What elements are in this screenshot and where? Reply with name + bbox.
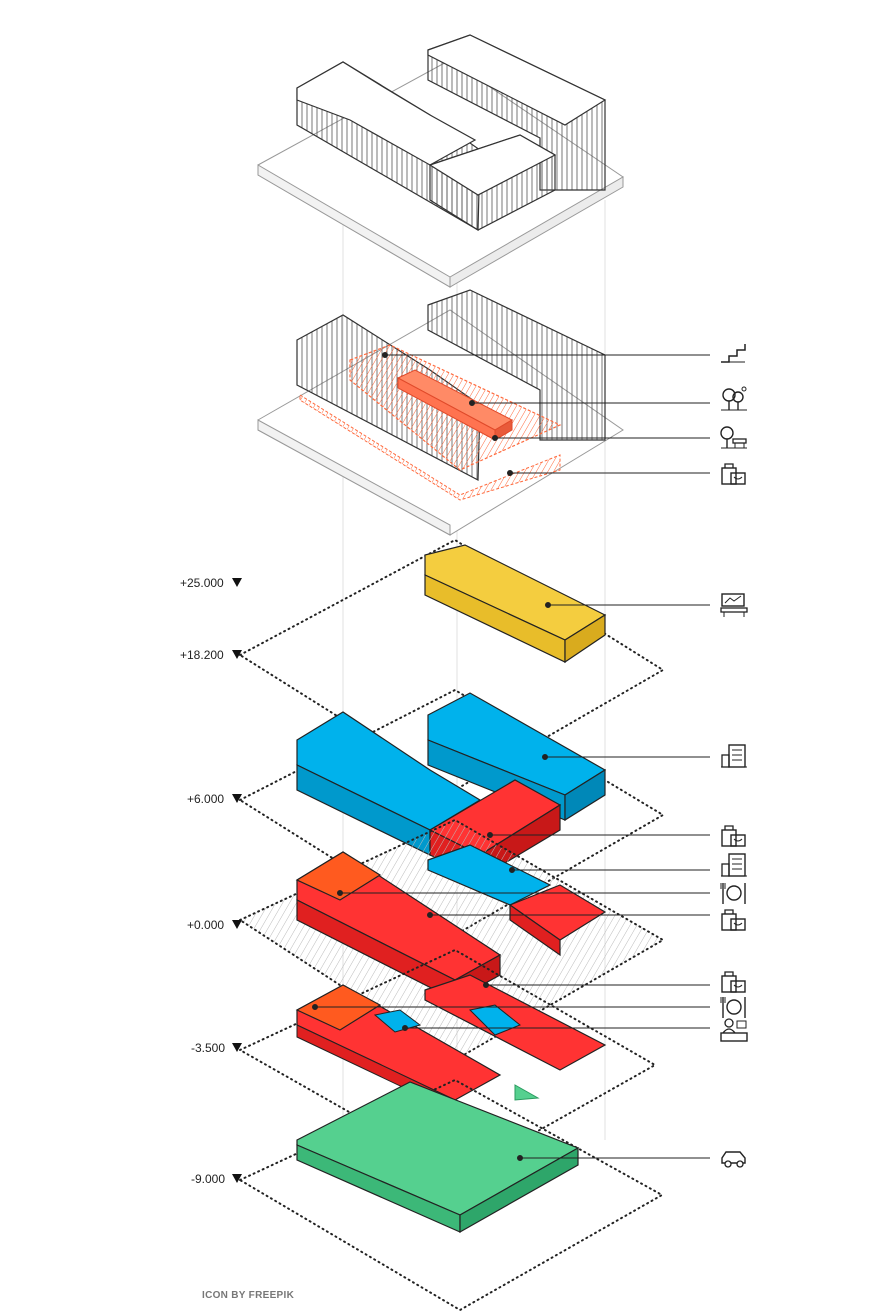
- shopping-bag-icon: [719, 906, 749, 932]
- reading-room-icon: [719, 592, 749, 618]
- icon-credit: ICON BY FREEPIK: [202, 1290, 295, 1301]
- building-massing-top: [257, 34, 624, 288]
- level-label: +0.000: [187, 918, 225, 932]
- level-label: +6.000: [187, 792, 225, 806]
- level-label: -9.000: [191, 1172, 226, 1186]
- building-program-overlay: [257, 289, 624, 536]
- car-icon: [719, 1145, 749, 1171]
- stairs-icon: [719, 340, 749, 366]
- level-label: +18.200: [180, 648, 224, 662]
- level-minus-9000: [237, 1078, 665, 1312]
- shopping-bag-icon: [719, 460, 749, 486]
- level-label: +25.000: [180, 576, 224, 590]
- restaurant-icon: [719, 880, 749, 906]
- level-0000: [237, 818, 666, 1062]
- trees-icon: [719, 386, 749, 412]
- office-building-icon: [719, 743, 749, 769]
- level-markers: [232, 578, 242, 1183]
- restaurant-icon: [719, 994, 749, 1020]
- park-bench-icon: [719, 424, 749, 450]
- shopping-bag-icon: [719, 822, 749, 848]
- office-building-icon: [719, 852, 749, 878]
- shopping-bag-icon: [719, 968, 749, 994]
- level-label: -3.500: [191, 1041, 226, 1055]
- reception-desk-icon: [719, 1017, 749, 1043]
- leader-lines: [312, 352, 710, 1161]
- level-18200: [238, 538, 665, 792]
